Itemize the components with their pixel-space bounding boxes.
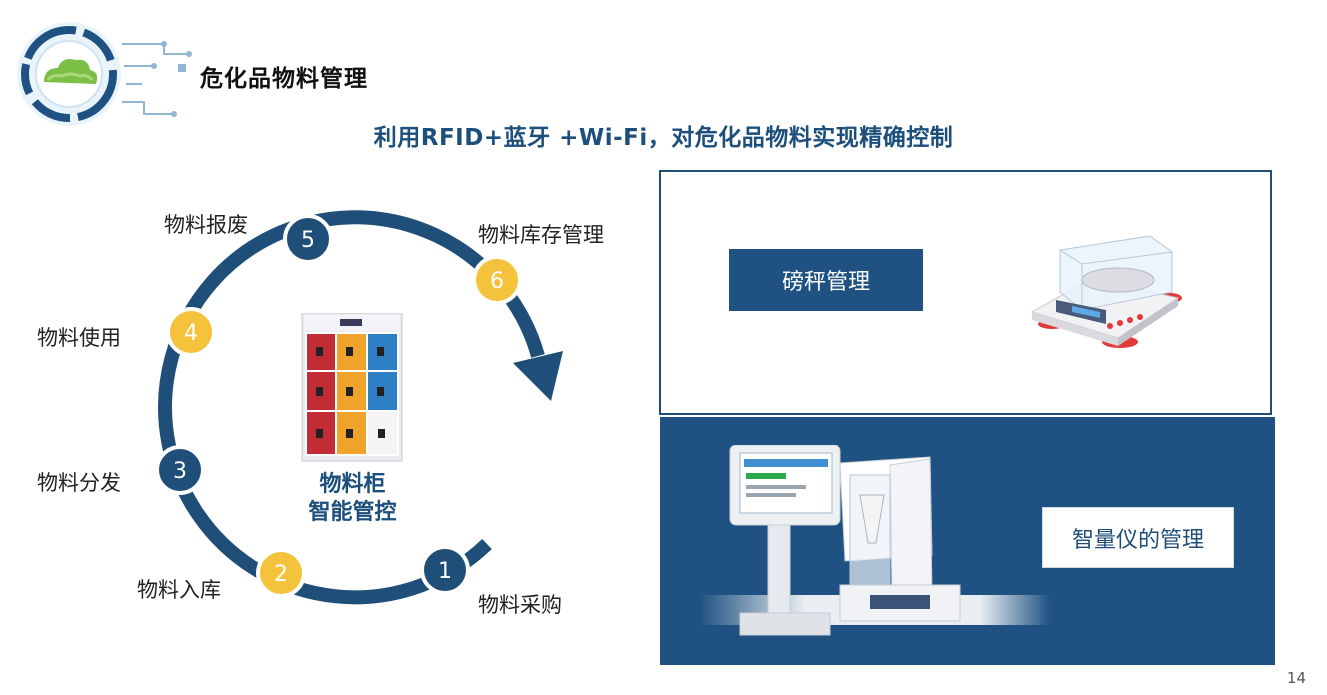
scale-management-label: 磅秤管理: [729, 249, 923, 311]
precision-instrument-icon: [700, 445, 1050, 636]
instrument-management-label: 智量仪的管理: [1042, 507, 1234, 568]
step-3-number: 3: [173, 459, 187, 484]
cabinet-icon: [301, 313, 403, 462]
step-6-number: 6: [490, 269, 504, 294]
step-5-label: 物料报废: [164, 213, 248, 237]
step-2-number: 2: [274, 562, 288, 587]
cabinet-caption-line2: 智能管控: [308, 500, 397, 525]
page-title: 危化品物料管理: [200, 66, 368, 92]
step-2-marker: 2: [256, 548, 306, 598]
step-6-marker: 6: [472, 255, 522, 305]
weighing-scale-icon: [1030, 235, 1182, 348]
step-1-marker: 1: [420, 545, 470, 595]
step-5-number: 5: [301, 228, 315, 253]
cloud-logo-icon: [17, 22, 192, 126]
step-3-marker: 3: [155, 445, 205, 495]
cycle-arrowhead: [513, 351, 563, 401]
cycle-arc: [158, 210, 545, 605]
cabinet-caption-line1: 物料柜: [319, 472, 386, 497]
step-2-label: 物料入库: [137, 578, 221, 602]
step-1-label: 物料采购: [478, 593, 562, 617]
page-subtitle: 利用RFID+蓝牙 +Wi-Fi，对危化品物料实现精确控制: [373, 125, 954, 151]
step-4-number: 4: [184, 321, 198, 346]
step-1-number: 1: [438, 559, 452, 584]
step-5-marker: 5: [283, 214, 333, 264]
page-number: 14: [1286, 669, 1306, 687]
step-6-label: 物料库存管理: [478, 223, 604, 247]
step-4-label: 物料使用: [37, 326, 121, 350]
process-cycle-diagram: 5 6 4 3 2 1: [155, 210, 563, 605]
step-3-label: 物料分发: [37, 471, 121, 495]
step-4-marker: 4: [166, 307, 216, 357]
